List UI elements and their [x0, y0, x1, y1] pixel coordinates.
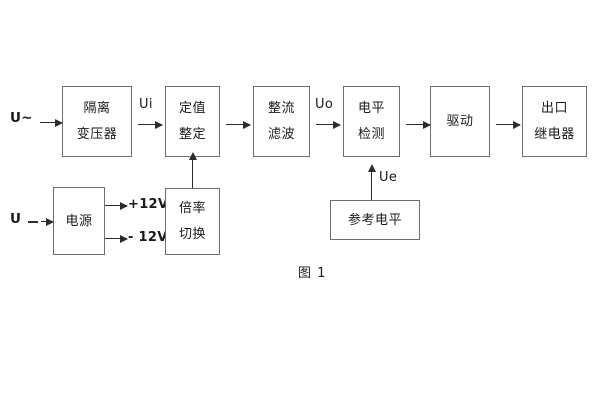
input-label-dc: U — [10, 211, 22, 227]
block-power-supply-line1: 电源 — [65, 213, 93, 229]
block-level-detection-line2: 检测 — [357, 127, 385, 142]
input-label-ac: U~ — [10, 110, 33, 126]
block-output-relay-line1: 出口 — [540, 101, 568, 116]
arrow-rectify-filter-to-level-detection — [316, 120, 341, 129]
rail-label-positive: +12V — [128, 197, 169, 212]
arrow-dc-to-power-supply — [41, 217, 54, 226]
arrow-rail-negative — [105, 234, 128, 243]
block-drive-line1: 驱动 — [446, 114, 474, 129]
block-level-detection[interactable]: 电平 检测 — [343, 86, 400, 157]
arrow-multiplier-switch-to-setting-value — [189, 152, 197, 188]
block-isolation-transformer-line2: 变压器 — [76, 127, 118, 142]
block-setting-value-line1: 定值 — [178, 101, 206, 116]
arrow-isolation-transformer-to-setting-value — [138, 120, 163, 129]
block-drive[interactable]: 驱动 — [430, 86, 490, 157]
block-rectify-filter[interactable]: 整流 滤波 — [253, 86, 310, 157]
block-output-relay[interactable]: 出口 继电器 — [522, 86, 587, 157]
figure-caption: 图 1 — [298, 266, 327, 281]
block-output-relay-line2: 继电器 — [534, 127, 575, 142]
arrow-drive-to-output-relay — [496, 120, 521, 129]
arrow-rail-positive — [105, 201, 128, 210]
block-reference-level[interactable]: 参考电平 — [330, 200, 420, 240]
block-rectify-filter-line2: 滤波 — [267, 127, 295, 142]
arrow-reference-level-to-level-detection — [368, 164, 376, 200]
block-setting-value-line2: 整定 — [178, 127, 206, 142]
block-multiplier-switch-line1: 倍率 — [178, 201, 206, 216]
block-isolation-transformer[interactable]: 隔离 变压器 — [62, 86, 132, 157]
block-multiplier-switch-line2: 切换 — [178, 227, 206, 242]
block-reference-level-line1: 参考电平 — [347, 212, 402, 228]
block-power-supply[interactable]: 电源 — [53, 187, 105, 255]
arrow-setting-value-to-rectify-filter — [226, 120, 251, 129]
arrow-ac-to-isolation-transformer — [40, 118, 63, 127]
signal-label-ui: Ui — [139, 97, 153, 112]
block-setting-value[interactable]: 定值 整定 — [165, 86, 220, 157]
block-level-detection-line1: 电平 — [357, 101, 385, 116]
block-isolation-transformer-line1: 隔离 — [83, 101, 111, 116]
rail-label-negative: - 12V — [128, 230, 168, 245]
signal-label-ue: Ue — [379, 170, 398, 185]
block-multiplier-switch[interactable]: 倍率 切换 — [165, 188, 220, 255]
dc-symbol-dash — [28, 221, 38, 223]
signal-label-uo: Uo — [315, 97, 334, 112]
arrow-level-detection-to-drive — [406, 120, 431, 129]
block-rectify-filter-line1: 整流 — [267, 101, 295, 116]
